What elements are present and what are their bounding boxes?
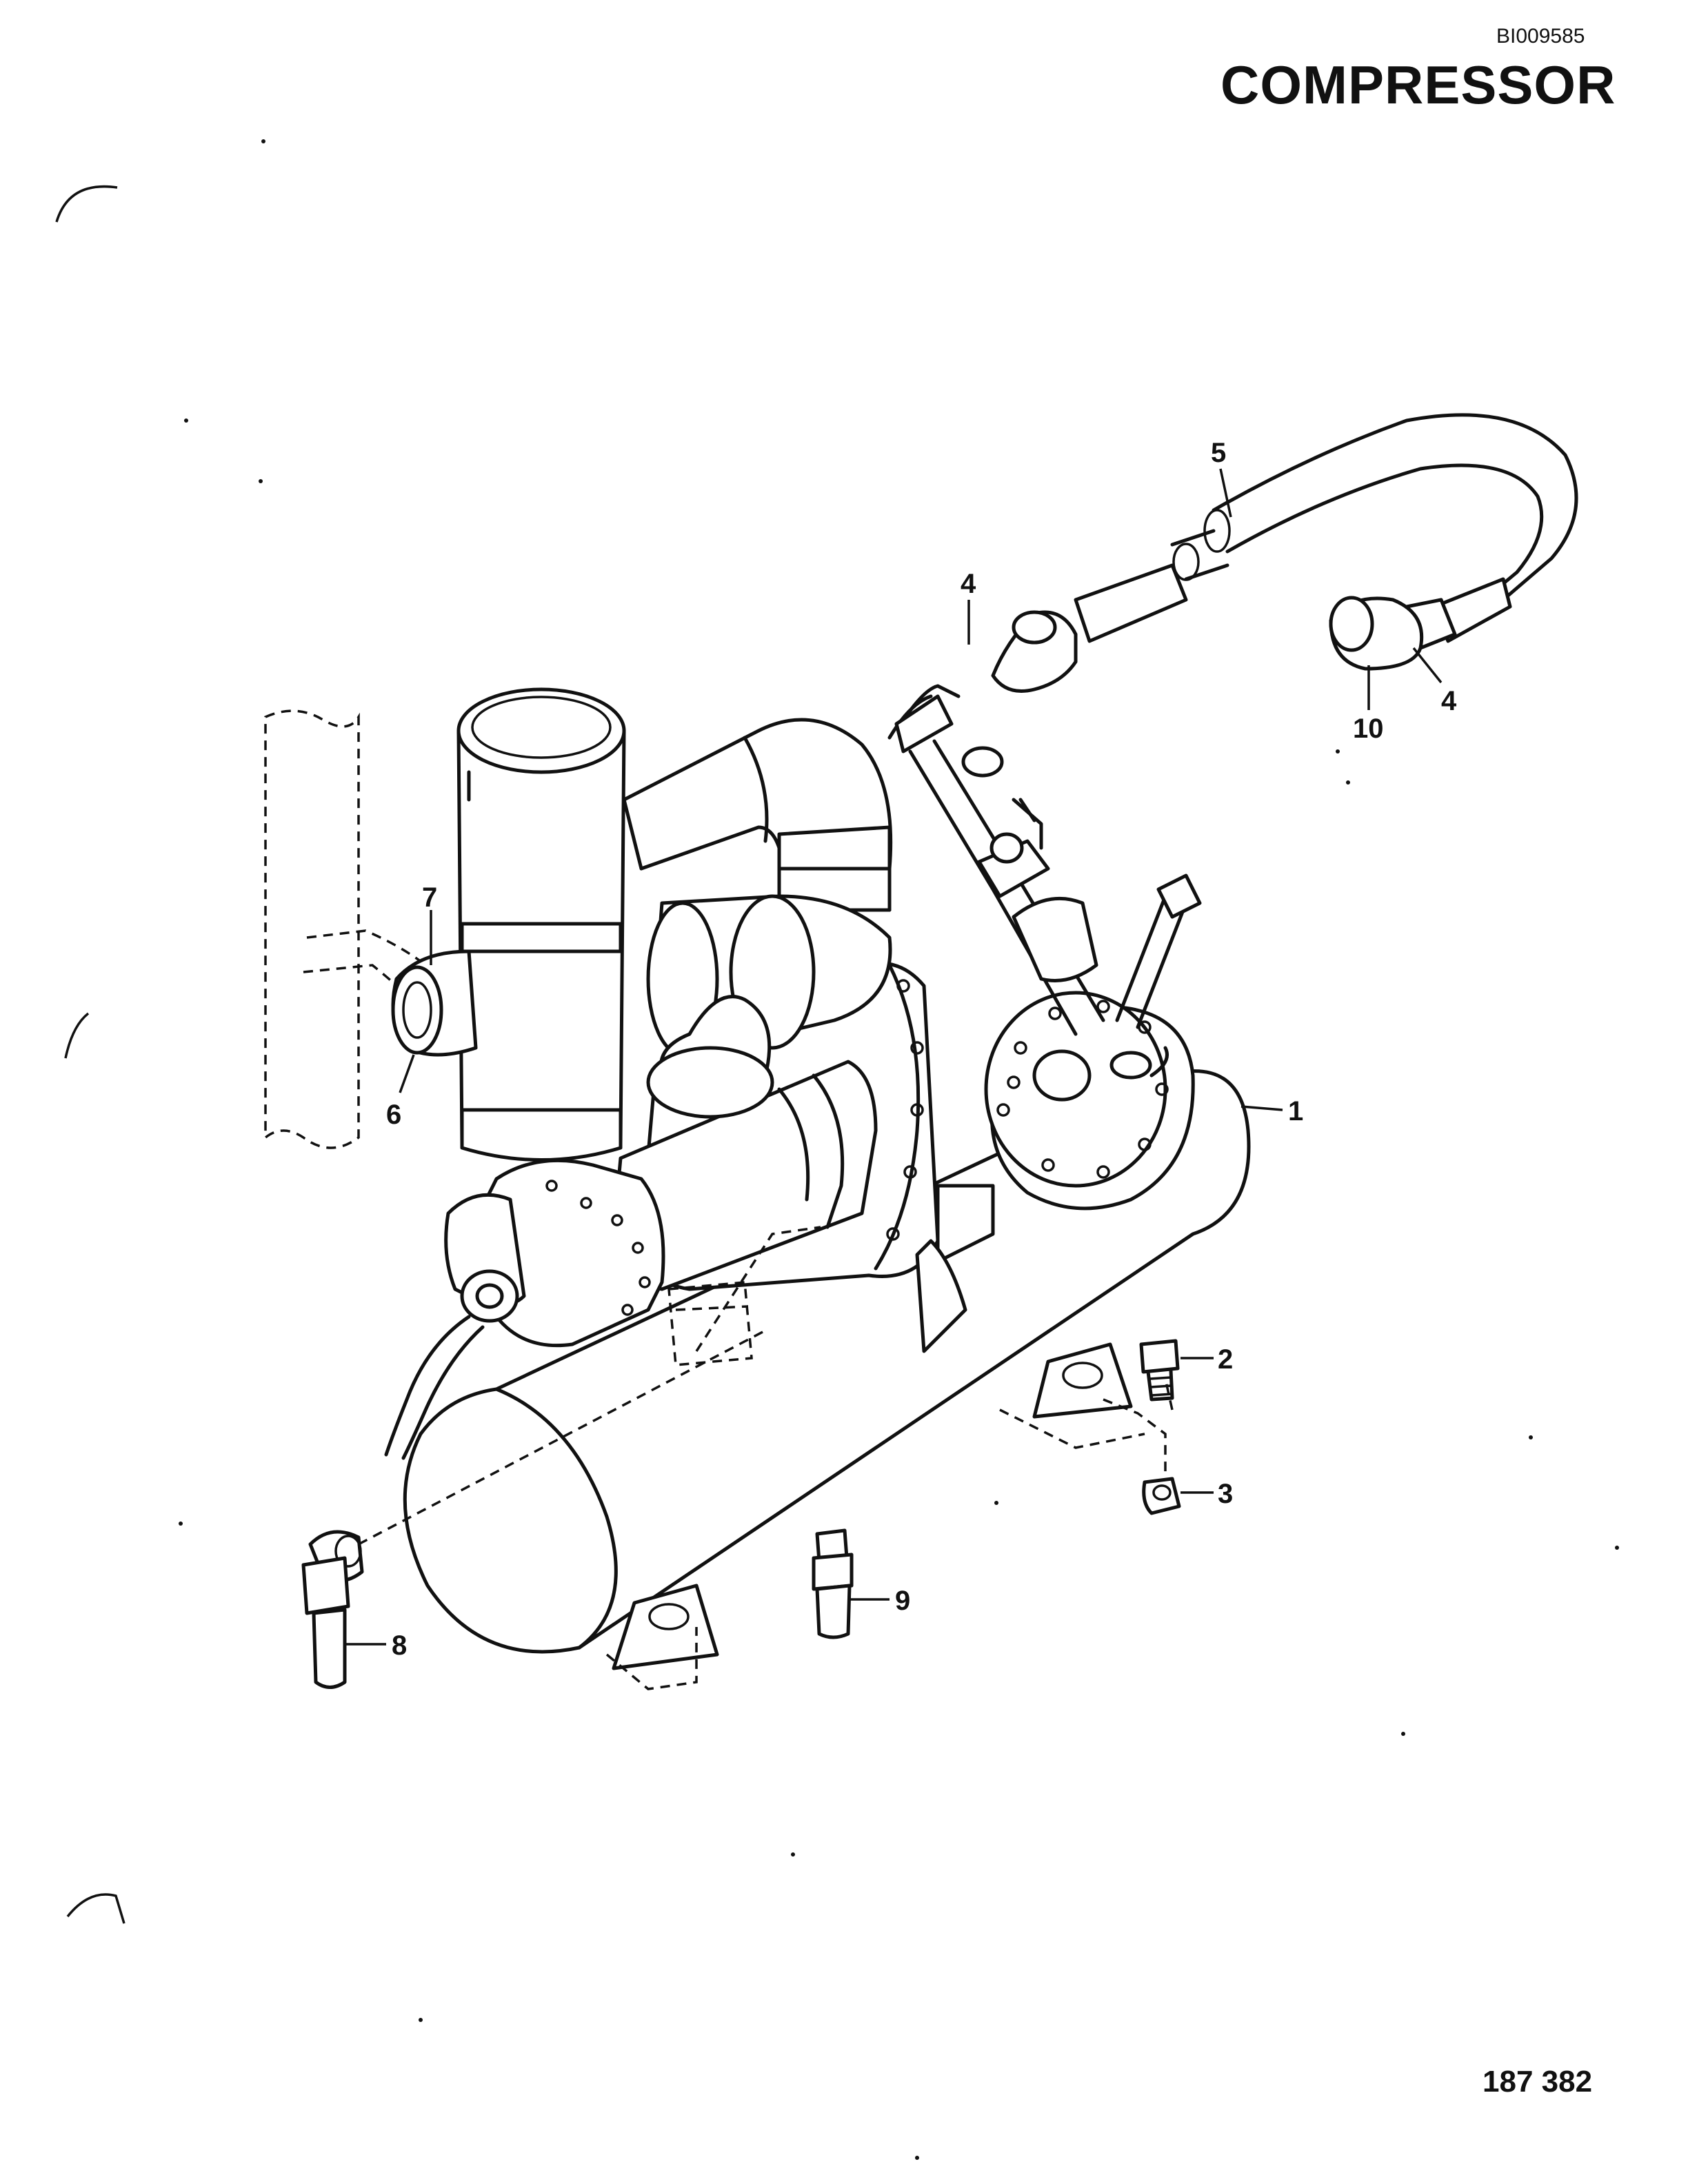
callout-leaders [345,468,1443,1646]
page-title: COMPRESSOR [1220,54,1616,115]
callout-10: 10 [1353,714,1384,744]
scan-artifacts [55,139,1619,2160]
callout-1: 1 [1288,1096,1303,1126]
callout-6: 6 [386,1100,401,1130]
filter-canister-icon [391,687,626,1162]
mounting-column-outline [264,709,443,1149]
intake-elbow-duct [622,718,893,1119]
callout-2: 2 [1218,1344,1233,1375]
callout-4-right: 4 [1441,686,1457,716]
page-number: 187 382 [1483,2065,1593,2099]
hose-icon [887,413,1578,1080]
callout-5: 5 [1211,438,1226,468]
fitting-icon [301,1528,854,1689]
plug-icon [1139,1339,1180,1402]
callout-labels: 1 2 3 4 4 5 6 7 8 9 10 [386,438,1457,1661]
callout-3: 3 [1218,1479,1233,1509]
tank-flange-cover [984,991,1195,1211]
document-id: BI009585 [1496,25,1585,48]
callout-7: 7 [422,882,437,913]
callout-4-upper: 4 [961,569,976,599]
leader-dash-item-8 [358,1329,766,1546]
callout-8: 8 [392,1630,407,1661]
nut-icon [1142,1477,1181,1515]
callout-9: 9 [895,1586,910,1616]
air-receiver-tank-icon [403,1069,1251,1690]
leader-dash-item-3 [1103,1398,1167,1475]
